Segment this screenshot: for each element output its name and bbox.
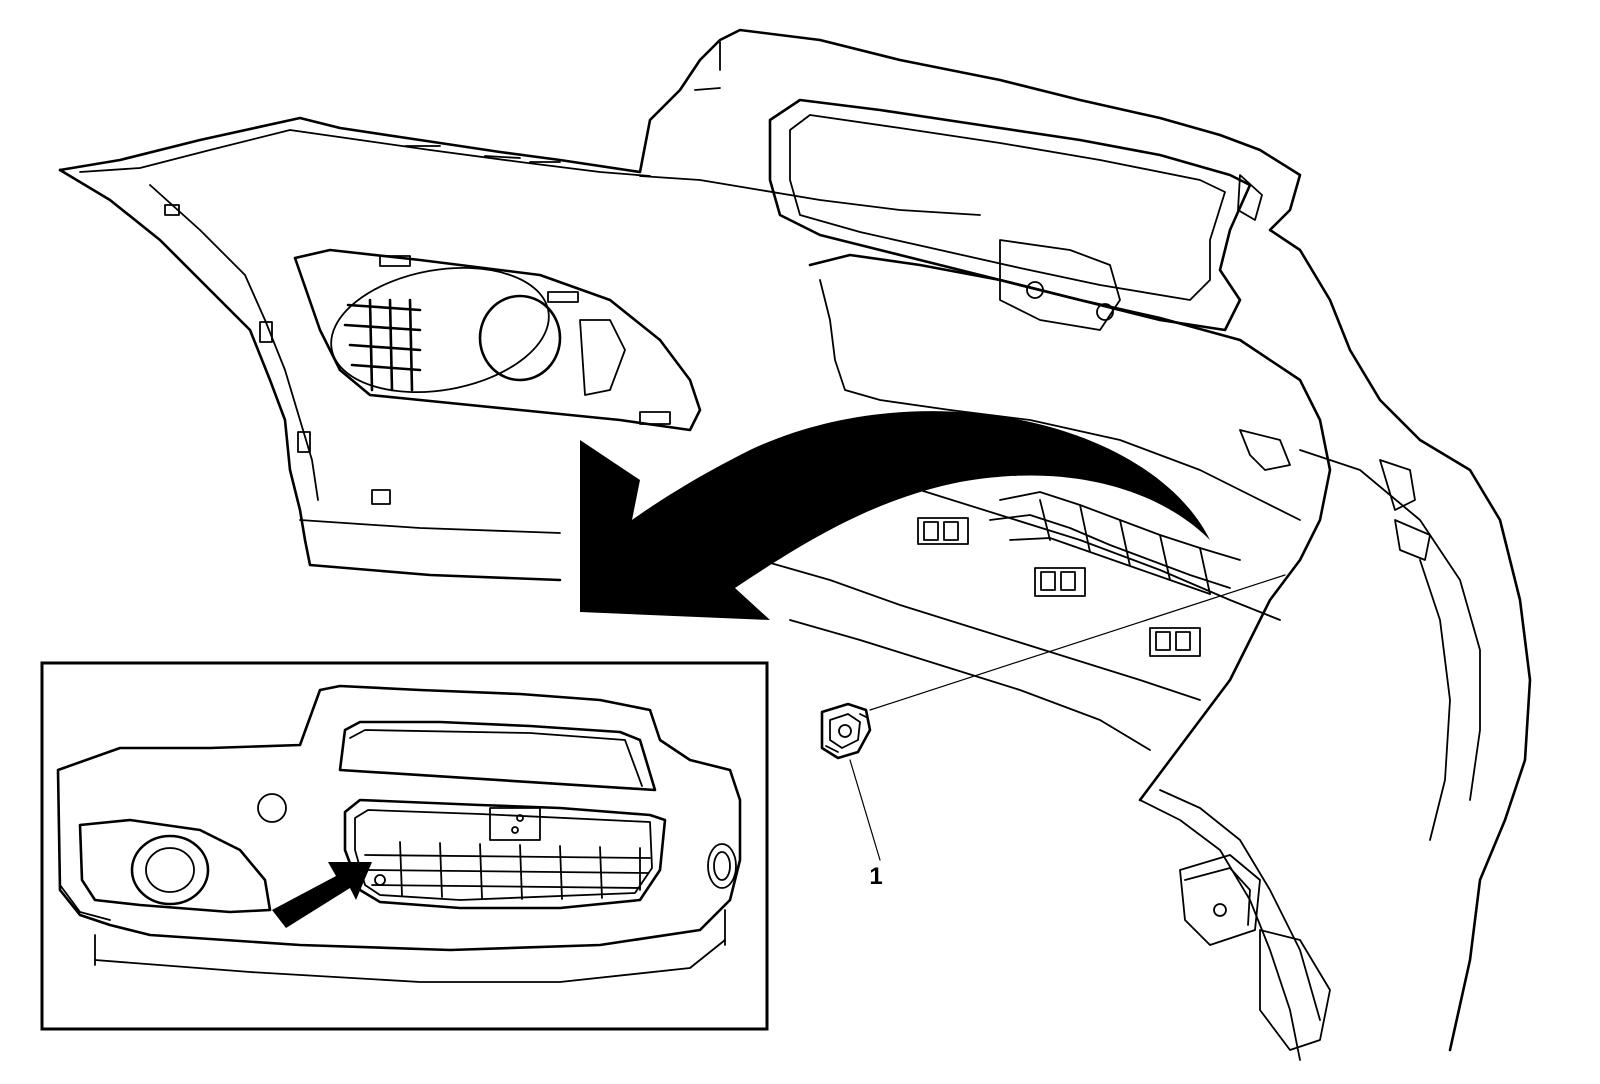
fascia-clips: [164, 41, 1431, 561]
inset-right-fog-lamp: [707, 843, 737, 889]
leader-line-to-callout: [849, 759, 881, 861]
lower-grille-mesh: [989, 491, 1241, 595]
inset-upper-grille: [338, 720, 657, 792]
fascia-left-lower-lip: [299, 519, 561, 534]
upper-grille-opening: [768, 98, 1252, 332]
grille-mounting-tabs: [917, 517, 1201, 657]
leader-line-to-grille: [869, 574, 1286, 711]
inset-emblem: [489, 807, 541, 841]
inset-frame: [40, 661, 769, 1031]
inset-fog-lamp: [78, 818, 272, 914]
fascia-right-side: [1299, 449, 1481, 801]
lower-grille-opening: [808, 253, 1332, 802]
fascia-top-edge: [58, 28, 1532, 1052]
fog-lamp-bezel: [293, 248, 702, 432]
grille-retainer-clip: [820, 702, 872, 760]
inset-bumper-outline: [56, 684, 742, 952]
inset-view: [40, 661, 769, 1031]
inset-grille-mesh: [364, 841, 651, 900]
inset-pointer-arrow: [272, 862, 372, 928]
fascia-left-edge: [58, 168, 562, 582]
callout-number-1: 1: [869, 863, 882, 890]
inset-tow-hook-cover: [257, 793, 287, 823]
lower-bracket: [1179, 854, 1331, 1051]
curved-direction-arrow: [580, 411, 1210, 620]
inset-lower-grille: [343, 798, 667, 910]
